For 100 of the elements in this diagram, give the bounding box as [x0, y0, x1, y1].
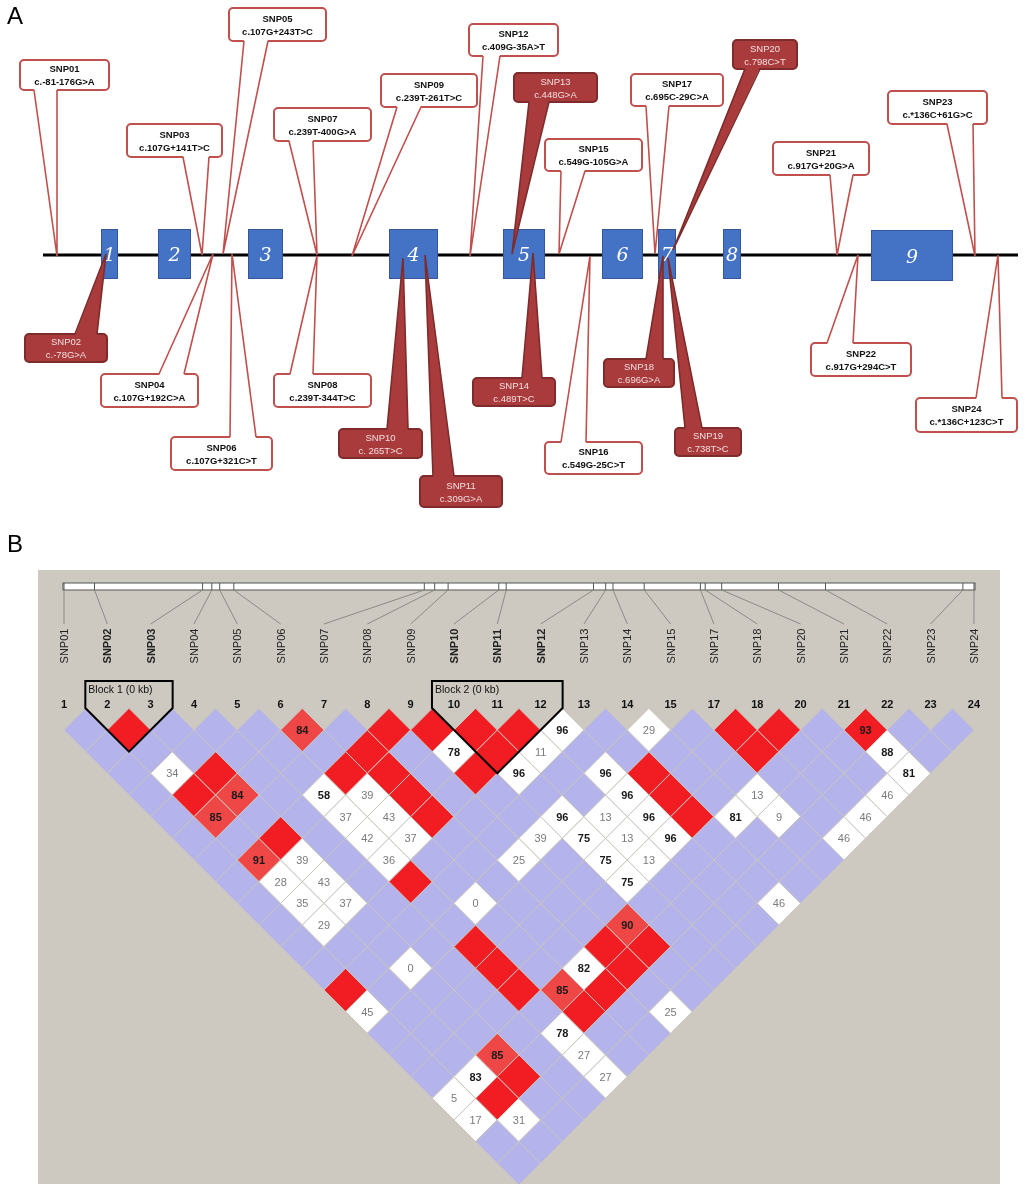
marker-number: 14 [621, 698, 634, 710]
snp-name: SNP10 [447, 628, 460, 664]
callout-box [380, 73, 478, 108]
ld-value: 75 [577, 832, 591, 845]
marker-number: 9 [407, 698, 414, 710]
snp-name: SNP21 [837, 628, 850, 664]
marker-number: 2 [104, 698, 111, 710]
callout-box [630, 73, 724, 107]
marker-number: 12 [534, 698, 547, 710]
snp-name: SNP17 [661, 77, 693, 90]
block-label: Block 2 (0 kb) [434, 683, 500, 695]
ld-value: 43 [317, 875, 331, 888]
ld-value: 96 [664, 832, 677, 845]
snp-name: SNP09 [413, 77, 445, 91]
ld-value: 93 [859, 724, 872, 736]
ld-value: 34 [166, 767, 179, 780]
ld-value: 46 [881, 789, 894, 801]
ld-value: 37 [404, 832, 417, 845]
ld-value: 9 [775, 810, 782, 823]
marker-number: 23 [924, 698, 937, 710]
callout-box [915, 397, 1018, 433]
variant-label: c.239T-261T>C [395, 90, 463, 104]
variant-label: c.695C-29C>A [645, 90, 709, 103]
ld-value: 36 [382, 854, 396, 866]
ld-value: 27 [577, 1048, 591, 1061]
snp-name: SNP21 [805, 145, 837, 159]
snp-name: SNP18 [623, 360, 655, 373]
snp-name: SNP02 [50, 335, 82, 348]
callout-box [19, 59, 110, 91]
ld-value: 13 [642, 854, 656, 866]
ld-value: 13 [621, 832, 634, 845]
callout-box [228, 7, 327, 42]
callout-box [544, 138, 643, 172]
variant-label: c.*136C+123C>T [929, 415, 1004, 428]
variant-label: c.107G+321C>T [186, 453, 257, 467]
variant-label: c.107G+141T>C [139, 140, 210, 154]
panel-letter: B [7, 530, 23, 558]
callout-box [338, 428, 423, 459]
panel-letter: A [7, 2, 23, 30]
callout-box [603, 358, 675, 388]
ld-value: 39 [296, 854, 309, 866]
ld-value: 96 [599, 767, 612, 780]
ld-value: 75 [621, 875, 634, 888]
marker-number: 18 [751, 698, 764, 710]
snp-name: SNP15 [664, 628, 677, 664]
variant-label: c.738T>C [687, 442, 729, 455]
snp-name: SNP05 [231, 628, 244, 664]
snp-name: SNP24 [951, 402, 982, 415]
snp-name: SNP11 [446, 478, 476, 492]
exon-box: 8 [723, 229, 741, 279]
snp-name: SNP17 [707, 628, 720, 664]
variant-label: c.409G-35A>T [481, 40, 546, 53]
snp-name: SNP07 [307, 111, 338, 125]
marker-number: 4 [190, 698, 198, 710]
snp-name: SNP23 [922, 94, 953, 108]
snp-name: SNP01 [58, 628, 70, 664]
ld-value: 96 [556, 810, 569, 823]
snp-name: SNP05 [262, 11, 293, 25]
ld-value: 35 [296, 897, 309, 910]
ld-value: 96 [512, 767, 526, 780]
snp-name: SNP11 [491, 628, 504, 664]
variant-label: c.*136C+61G>C [902, 107, 973, 121]
ld-value: 0 [472, 897, 479, 910]
ld-value: 29 [317, 919, 331, 931]
snp-name: SNP09 [404, 628, 417, 664]
variant-label: c.696G>A [617, 373, 661, 386]
snp-name: SNP04 [188, 628, 200, 664]
snp-name: SNP03 [144, 628, 157, 664]
callout-box [100, 373, 199, 408]
snp-name: SNP22 [881, 628, 894, 664]
ld-value: 75 [599, 854, 612, 866]
ld-value: 85 [491, 1048, 504, 1061]
callout-box [419, 475, 503, 508]
ld-value: 13 [751, 789, 764, 801]
exon-box: 2 [158, 229, 191, 279]
block-label: Block 1 (0 kb) [88, 683, 153, 695]
snp-name: SNP08 [307, 377, 338, 391]
ld-value: 11 [534, 745, 547, 758]
ld-value: 39 [361, 789, 374, 801]
variant-label: c.107G+243T>C [242, 24, 313, 38]
ld-value: 43 [382, 810, 396, 823]
snp-name: SNP19 [692, 429, 724, 442]
ld-value: 96 [642, 810, 656, 823]
ld-value: 39 [534, 832, 547, 845]
ld-value: 45 [361, 1005, 374, 1018]
ld-value: 85 [556, 983, 569, 996]
snp-name: SNP16 [578, 445, 609, 458]
ld-value: 88 [881, 745, 894, 758]
exon-box: 3 [248, 229, 283, 279]
marker-number: 5 [234, 698, 241, 710]
ld-value: 84 [231, 789, 244, 801]
variant-label: c.549G-25C>T [561, 458, 626, 471]
snp-name: SNP20 [749, 41, 781, 55]
variant-label: c.-78G>A [45, 348, 87, 361]
marker-number: 13 [577, 698, 591, 710]
variant-label: c.107G+192C>A [113, 390, 186, 404]
snp-name: SNP14 [498, 379, 530, 392]
snp-name: SNP03 [159, 127, 190, 141]
callout-box [468, 23, 559, 57]
ld-value: 46 [837, 832, 851, 845]
